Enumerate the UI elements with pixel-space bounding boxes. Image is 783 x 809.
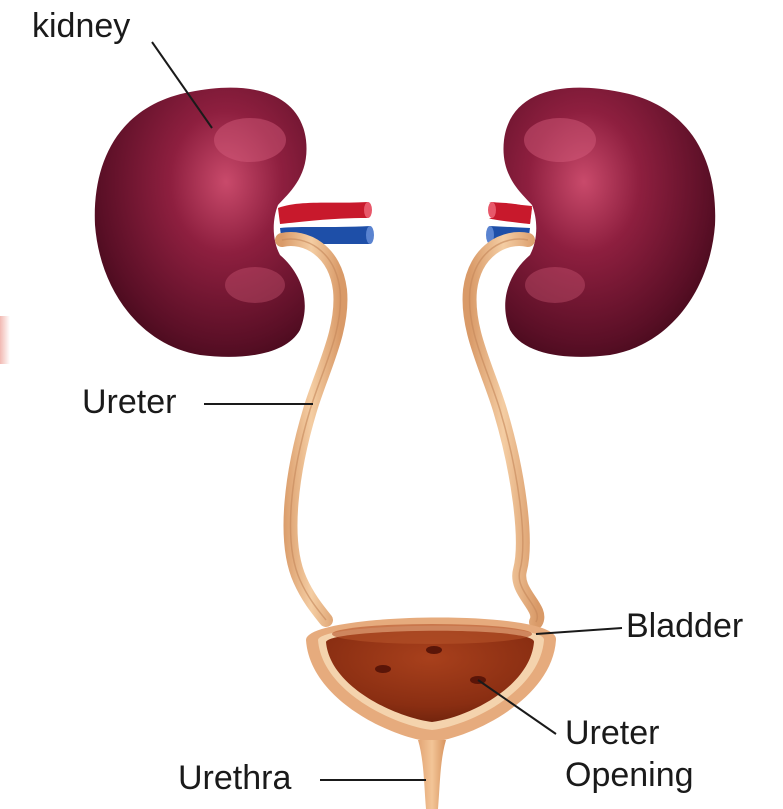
urethra — [418, 740, 446, 809]
right-kidney — [503, 88, 715, 357]
ureter-opening-label: Ureter Opening — [565, 712, 694, 796]
bladder — [306, 617, 556, 742]
bladder-label: Bladder — [626, 608, 743, 644]
urethra-label: Urethra — [178, 760, 291, 796]
ureter-opening-label-line2: Opening — [565, 754, 694, 796]
ureter-label: Ureter — [82, 384, 176, 420]
ureter-opening-label-line1: Ureter — [565, 712, 694, 754]
left-kidney — [95, 88, 307, 357]
kidney-label: kidney — [32, 8, 130, 44]
